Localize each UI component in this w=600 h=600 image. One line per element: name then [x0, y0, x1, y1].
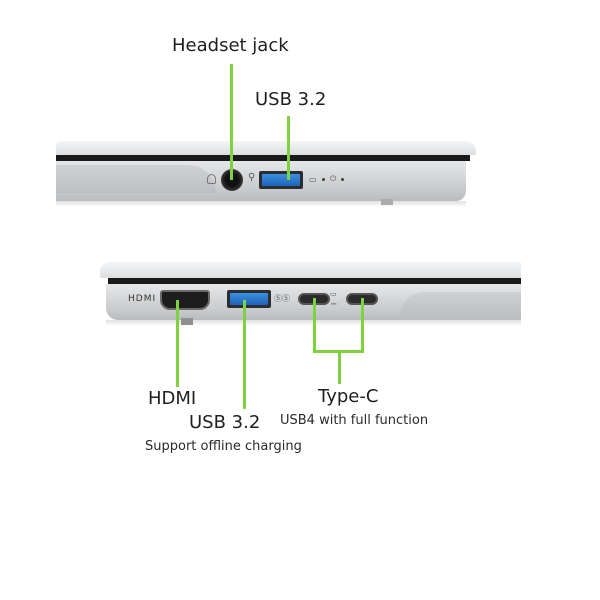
led-dot [341, 178, 344, 181]
hdmi-callout-line [176, 300, 179, 387]
typec-callout-stem [338, 350, 341, 384]
battery-icon: ▭ [309, 175, 317, 184]
power-icon: ⏻ [330, 174, 337, 183]
headset-jack-port [221, 169, 243, 191]
base-curve [400, 292, 521, 316]
hdmi-port [160, 290, 210, 310]
headset-icon [207, 174, 216, 184]
typec-callout-line-2 [361, 298, 364, 352]
foot [181, 318, 193, 325]
usb-top-callout-line [287, 116, 290, 180]
base-curve [56, 165, 216, 193]
headset-jack-label: Headset jack [172, 35, 289, 56]
usb-bottom-label: USB 3.2 [189, 412, 261, 433]
usb-bottom-sublabel: Support offline charging [145, 439, 302, 454]
foot [381, 199, 393, 205]
usb-icon: ⚲ [248, 172, 256, 183]
typec-callout-line-1 [313, 298, 316, 352]
typec-sublabel: USB4 with full function [280, 413, 429, 428]
usb-a-port-bottom [227, 290, 271, 308]
hinge-gap [108, 278, 521, 284]
laptop-lid [56, 141, 476, 155]
hinge-gap [56, 155, 470, 161]
hdmi-mark: HDMI [128, 294, 157, 304]
led-dot [322, 178, 325, 181]
typec-label: Type-C [318, 386, 379, 407]
headset-callout-line [230, 64, 233, 180]
hdmi-label: HDMI [148, 388, 197, 409]
shadow [56, 201, 466, 207]
laptop-lid [100, 262, 521, 278]
usb-top-label: USB 3.2 [255, 89, 327, 110]
usb-bottom-callout-line [243, 300, 246, 409]
usb-a-port-top [259, 171, 303, 189]
dc-icon: ⎓ [331, 300, 337, 308]
charging-icon: ⓈⓈ [274, 294, 290, 303]
display-icon: ▭ [330, 290, 337, 298]
